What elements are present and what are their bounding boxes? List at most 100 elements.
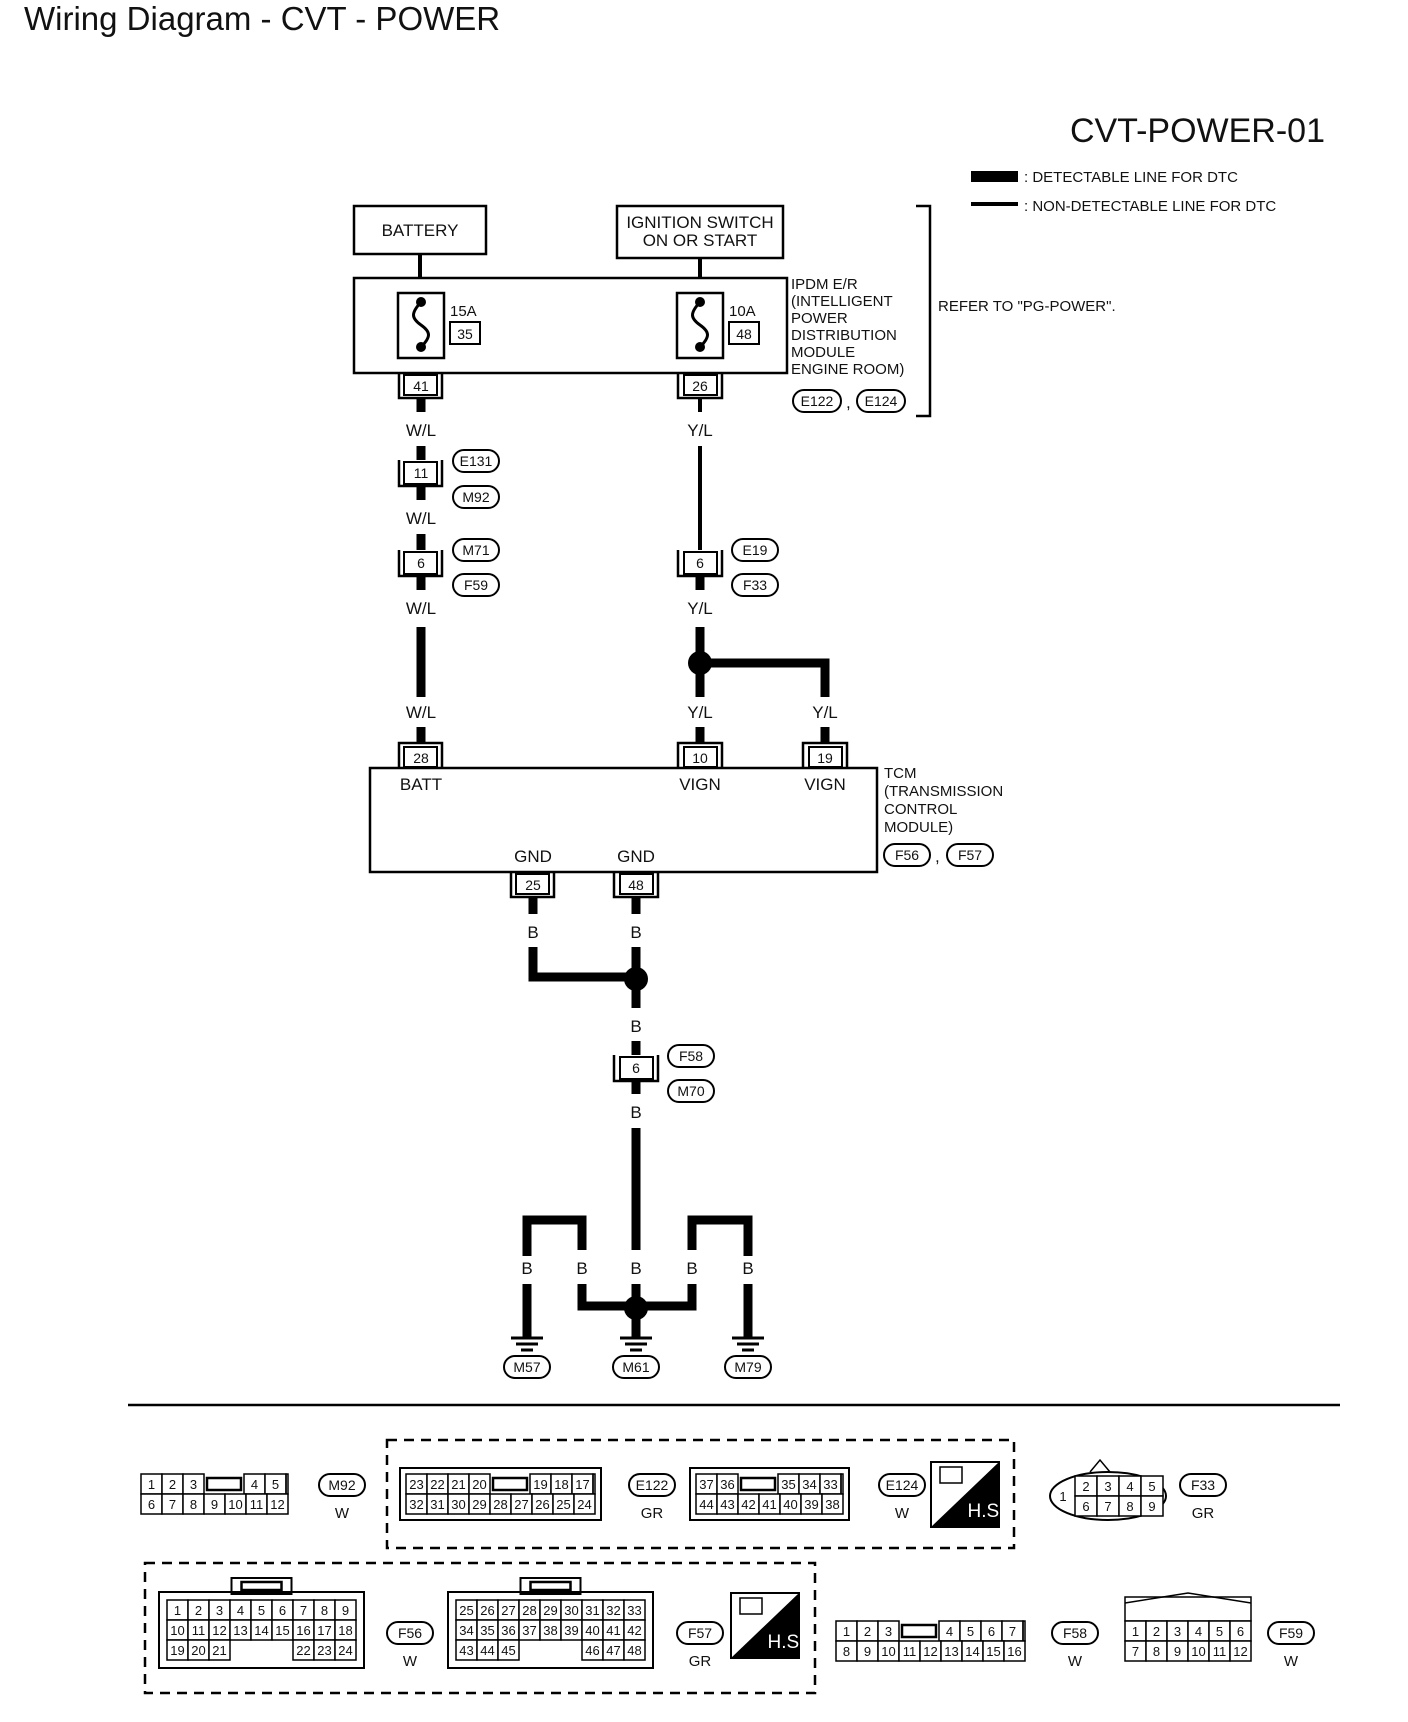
tcm-pin-10: 10 — [676, 741, 724, 768]
pin-e122-21: 21 — [451, 1477, 465, 1492]
pin-f57-35: 35 — [480, 1623, 494, 1638]
ipdm-pin-26: 26 — [676, 374, 724, 400]
joint-6-yl-top: E19 — [743, 542, 768, 558]
joint-6-b-top: F58 — [679, 1048, 703, 1064]
pin-f56-5: 5 — [258, 1603, 265, 1618]
joint-6-yl-bottom: F33 — [743, 577, 767, 593]
connector-color-f59: W — [1284, 1653, 1299, 1670]
legend-non-detectable-text: : NON-DETECTABLE LINE FOR DTC — [1024, 198, 1276, 215]
wire-label-b-3: B — [630, 1017, 641, 1036]
pin-f57-46: 46 — [585, 1643, 599, 1658]
pin-e124-34: 34 — [802, 1477, 816, 1492]
pin-e122-17: 17 — [575, 1477, 589, 1492]
pin-f58-13: 13 — [944, 1644, 958, 1659]
tcm-pin-25-name: GND — [514, 847, 552, 866]
pin-e122-31: 31 — [430, 1497, 444, 1512]
pin-e124-40: 40 — [783, 1497, 797, 1512]
tcm-pin-48-name: GND — [617, 847, 655, 866]
tcm-label-2: (TRANSMISSION — [884, 783, 1003, 800]
ground-m57: M57 — [503, 1336, 551, 1379]
connector-id-e122: E122 — [636, 1477, 669, 1493]
pin-e124-36: 36 — [720, 1477, 734, 1492]
pin-f57-39: 39 — [564, 1623, 578, 1638]
ipdm-connector-e124: E124 — [865, 393, 898, 409]
pin-f33-3: 3 — [1104, 1479, 1111, 1494]
svg-text:25: 25 — [525, 877, 541, 893]
pin-f57-33: 33 — [627, 1603, 641, 1618]
wire-yl-branch — [700, 658, 830, 697]
legend-detectable-swatch — [971, 171, 1018, 182]
ipdm-label: IPDM E/R (INTELLIGENT POWER DISTRIBUTION… — [791, 276, 906, 413]
wire-label-wl-3: W/L — [406, 599, 436, 618]
pin-f56-20: 20 — [191, 1643, 205, 1658]
hs-badge-1: H.S. — [930, 1461, 1004, 1528]
pin-f58-14: 14 — [965, 1644, 979, 1659]
pin-e124-37: 37 — [699, 1477, 713, 1492]
pin-f58-2: 2 — [864, 1624, 871, 1639]
pin-m92-9: 9 — [211, 1497, 218, 1512]
pin-f57-28: 28 — [522, 1603, 536, 1618]
pin-e124-38: 38 — [825, 1497, 839, 1512]
connector-id-f33: F33 — [1191, 1477, 1215, 1493]
pin-e124-35: 35 — [781, 1477, 795, 1492]
pin-f58-9: 9 — [864, 1644, 871, 1659]
wire-label-b-8: B — [686, 1259, 697, 1278]
tcm-pin-19: 19 — [801, 741, 849, 768]
pin-f59-9: 9 — [1174, 1644, 1181, 1659]
wire-label-yl-3: Y/L — [687, 703, 713, 722]
tcm-label-4: MODULE) — [884, 819, 953, 836]
pin-f58-1: 1 — [843, 1624, 850, 1639]
tcm-box — [368, 766, 879, 874]
connector-color-f33: GR — [1192, 1505, 1215, 1522]
pin-m92-5: 5 — [272, 1477, 279, 1492]
tcm-pin-10-name: VIGN — [679, 775, 721, 794]
pin-f57-30: 30 — [564, 1603, 578, 1618]
pin-f58-3: 3 — [885, 1624, 892, 1639]
pin-f56-11: 11 — [192, 1623, 206, 1638]
pin-f56-24: 24 — [338, 1643, 352, 1658]
legend-non-detectable-swatch — [971, 202, 1018, 206]
pin-e122-28: 28 — [493, 1497, 507, 1512]
pin-f33-9: 9 — [1148, 1499, 1155, 1514]
pin-f56-2: 2 — [195, 1603, 202, 1618]
pin-f59-1: 1 — [1132, 1624, 1139, 1639]
pin-e122-25: 25 — [556, 1497, 570, 1512]
svg-text:,: , — [846, 393, 851, 412]
tcm-connector-f57: F57 — [958, 847, 982, 863]
hs-label-2: H.S. — [768, 1632, 805, 1653]
pin-m92-11: 11 — [250, 1497, 264, 1512]
pin-e122-26: 26 — [535, 1497, 549, 1512]
refer-text: REFER TO "PG-POWER". — [938, 298, 1116, 315]
pin-m92-3: 3 — [190, 1477, 197, 1492]
pin-f57-37: 37 — [522, 1623, 536, 1638]
ground-m79: M79 — [724, 1336, 772, 1379]
connector-id-f58: F58 — [1063, 1625, 1087, 1641]
ipdm-label-6: ENGINE ROOM) — [791, 361, 904, 378]
svg-text:M61: M61 — [622, 1359, 649, 1375]
pin-f58-15: 15 — [986, 1644, 1000, 1659]
pin-f58-16: 16 — [1007, 1644, 1021, 1659]
pin-f57-26: 26 — [480, 1603, 494, 1618]
diagram-id: CVT-POWER-01 — [1070, 112, 1325, 150]
pin-f57-38: 38 — [543, 1623, 557, 1638]
pin-f59-2: 2 — [1153, 1624, 1160, 1639]
wire-label-b-2: B — [630, 923, 641, 942]
fuse-35-number: 35 — [457, 326, 473, 342]
wire-label-wl-1: W/L — [406, 421, 436, 440]
pin-e124-39: 39 — [804, 1497, 818, 1512]
fuse-35: 15A 35 — [396, 291, 481, 360]
svg-text:19: 19 — [817, 750, 833, 766]
pin-f57-36: 36 — [501, 1623, 515, 1638]
pin-f33-6: 6 — [1082, 1499, 1089, 1514]
pin-m92-12: 12 — [270, 1497, 284, 1512]
pin-m92-8: 8 — [190, 1497, 197, 1512]
pin-f59-4: 4 — [1195, 1624, 1202, 1639]
hs-badge-2: H.S. — [730, 1592, 805, 1659]
pin-e122-30: 30 — [451, 1497, 465, 1512]
joint-11-top: E131 — [460, 453, 493, 469]
pin-f58-12: 12 — [923, 1644, 937, 1659]
